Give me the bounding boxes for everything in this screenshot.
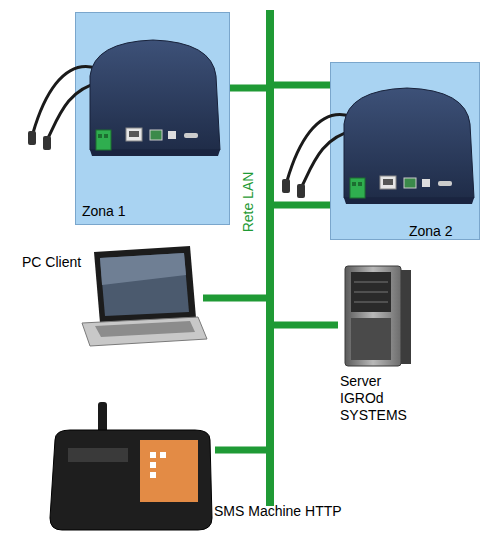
zone-box: Zona 1 xyxy=(75,12,230,225)
sms-device-body xyxy=(50,430,212,530)
node-label: Zona 2 xyxy=(409,223,453,240)
server-side xyxy=(401,270,411,364)
node-label: SMS Machine HTTP xyxy=(214,503,342,520)
server-bays xyxy=(351,272,391,312)
node-label: PC Client xyxy=(22,254,81,271)
lan-bus: Rete LAN xyxy=(266,10,274,506)
panel-dot xyxy=(160,452,166,458)
server-bay xyxy=(354,302,388,303)
server-bay xyxy=(354,292,388,293)
screen-glare xyxy=(100,253,186,285)
orange-panel xyxy=(140,440,198,502)
panel-dot xyxy=(150,462,156,468)
server-illustration xyxy=(345,266,411,366)
sensor-device xyxy=(28,40,220,156)
pc-client: PC Client xyxy=(78,248,203,348)
lan-cable xyxy=(203,295,266,302)
server-tower xyxy=(345,266,401,366)
wrap-spacer xyxy=(390,373,452,390)
panel-dot xyxy=(150,472,156,478)
server-bay xyxy=(354,282,388,283)
laptop-screen xyxy=(100,253,189,316)
lan-cable xyxy=(215,447,266,454)
laptop-base xyxy=(82,317,207,346)
node-label: Server IGROd SYSTEMS xyxy=(340,373,452,424)
lan-cable xyxy=(274,322,338,329)
server: Server IGROd SYSTEMS xyxy=(338,262,408,372)
server-grille xyxy=(351,318,391,360)
bus-label: Rete LAN xyxy=(240,172,257,233)
node-label: Zona 1 xyxy=(82,203,126,220)
sms-machine: SMS Machine HTTP xyxy=(45,395,215,535)
lan-cable xyxy=(230,85,266,92)
zone-box: Zona 2 xyxy=(330,62,480,240)
laptop-keyboard xyxy=(95,321,195,337)
laptop-bezel xyxy=(94,246,196,323)
laptop-illustration xyxy=(82,246,207,346)
sensor-device xyxy=(282,88,474,204)
panel-dot xyxy=(150,452,156,458)
lan-cable xyxy=(274,202,330,209)
antenna xyxy=(98,402,107,438)
lan-cable xyxy=(274,82,330,89)
sms-device-illustration xyxy=(50,402,212,530)
logo-area xyxy=(68,448,128,462)
